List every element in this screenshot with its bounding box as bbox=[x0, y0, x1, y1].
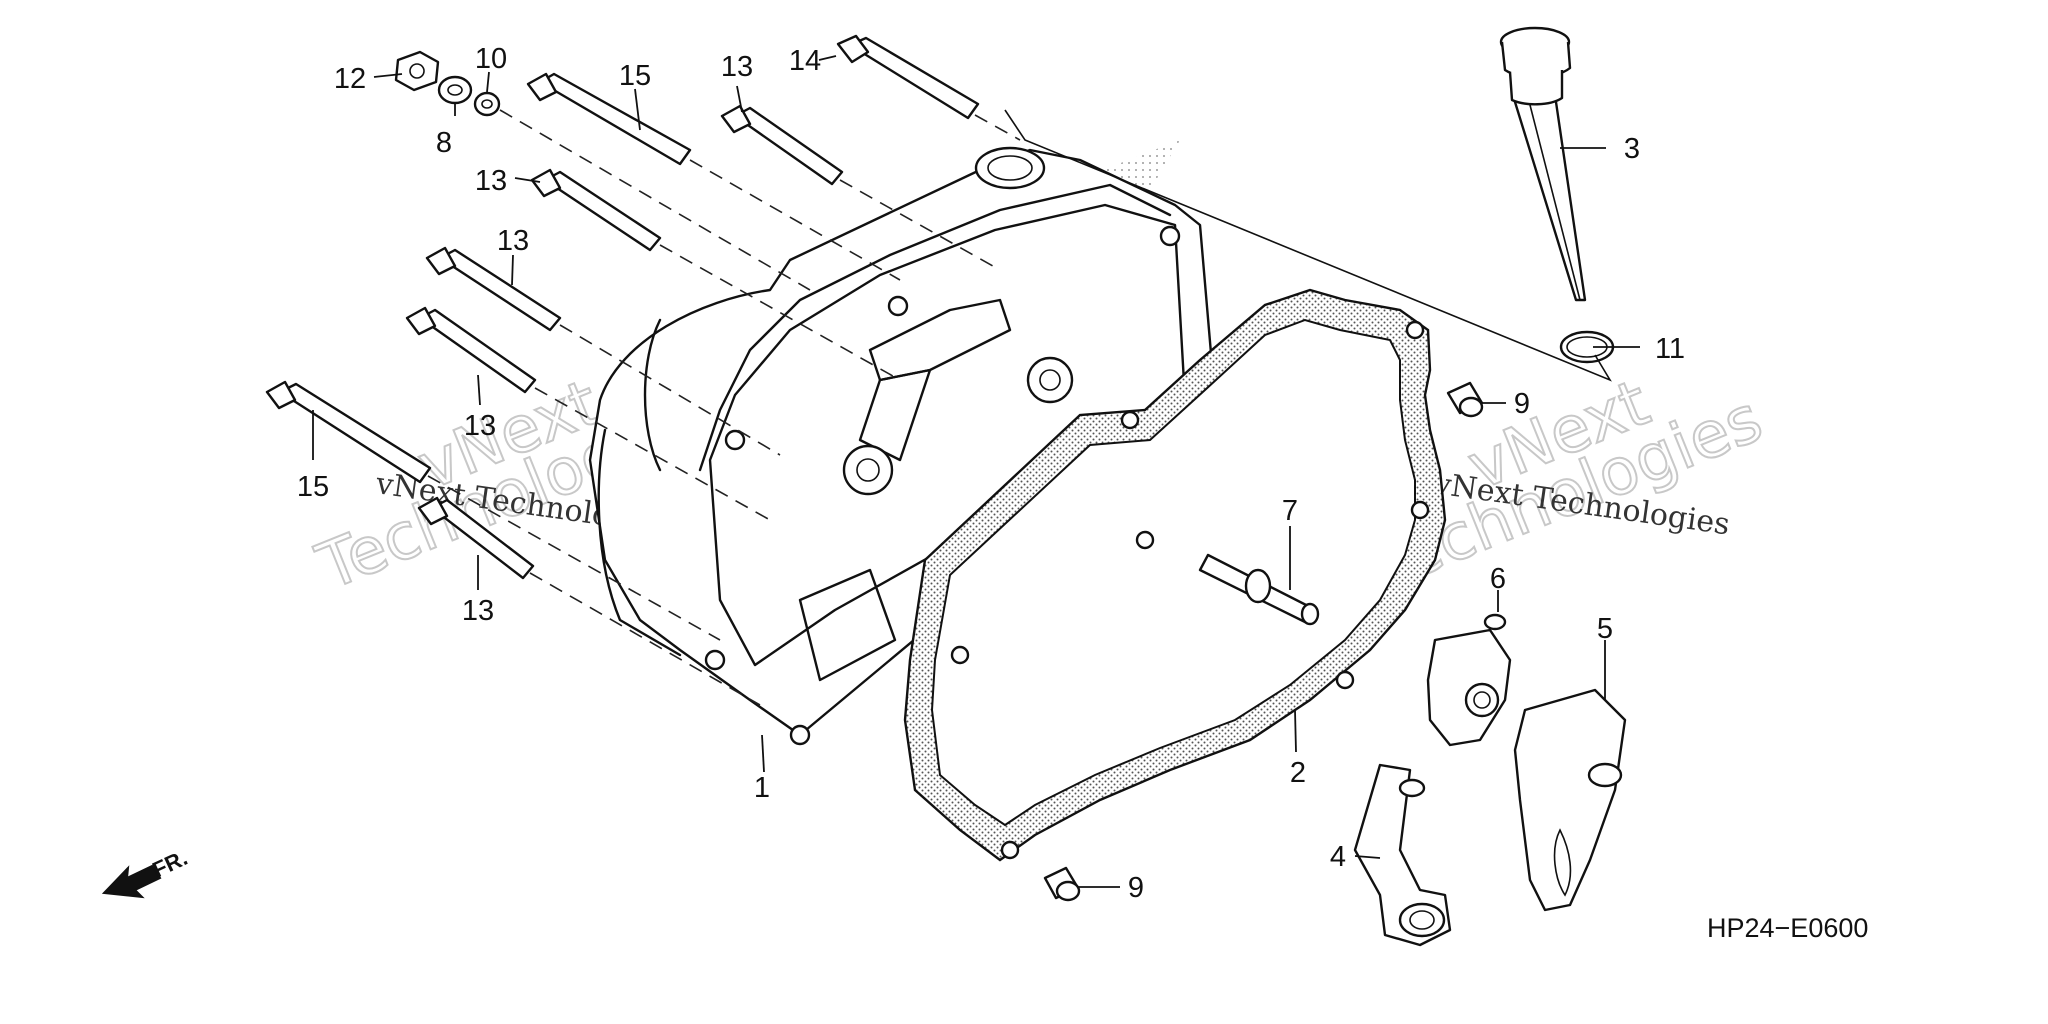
nut-washer-set bbox=[394, 50, 501, 117]
dowel-pin-upper bbox=[1446, 381, 1484, 418]
callout-13-bottom: 13 bbox=[462, 595, 494, 627]
callout-4: 4 bbox=[1330, 841, 1346, 873]
callout-7: 7 bbox=[1282, 495, 1298, 527]
callout-1: 1 bbox=[754, 772, 770, 804]
callout-9-upper: 9 bbox=[1514, 388, 1530, 420]
cover-plate bbox=[1513, 688, 1627, 912]
stud-bolt bbox=[1198, 553, 1320, 626]
cam-plate bbox=[1426, 613, 1512, 747]
arrow-icon bbox=[101, 864, 162, 899]
front-direction-arrow: FR. bbox=[101, 845, 191, 899]
callout-14: 14 bbox=[789, 45, 821, 77]
callout-2: 2 bbox=[1290, 757, 1306, 789]
callout-9-lower: 9 bbox=[1128, 872, 1144, 904]
callout-13-lower: 13 bbox=[464, 410, 496, 442]
assembly-lines bbox=[427, 109, 1612, 706]
shift-arm bbox=[1353, 763, 1452, 947]
callout-15-lower: 15 bbox=[297, 471, 329, 503]
oil-dipstick bbox=[1499, 26, 1606, 302]
callout-3: 3 bbox=[1624, 133, 1640, 165]
dowel-pin-lower bbox=[1043, 866, 1081, 902]
callout-8: 8 bbox=[436, 127, 452, 159]
callout-13-top: 13 bbox=[721, 51, 753, 83]
callout-13-upper: 13 bbox=[475, 165, 507, 197]
callout-6: 6 bbox=[1490, 563, 1506, 595]
bolts bbox=[265, 34, 980, 580]
left-crankcase-cover bbox=[588, 146, 1222, 746]
gasket bbox=[903, 288, 1447, 862]
callout-10: 10 bbox=[475, 43, 507, 75]
callout-5: 5 bbox=[1597, 613, 1613, 645]
callout-labels: 1 2 3 4 5 6 7 8 9 9 10 11 12 13 13 13 13… bbox=[297, 43, 1685, 904]
leader-lines bbox=[312, 55, 1640, 888]
callout-11: 11 bbox=[1655, 333, 1685, 365]
callout-13-middle: 13 bbox=[497, 225, 529, 257]
callout-15-upper: 15 bbox=[619, 60, 651, 92]
diagram-code: HP24−E0600 bbox=[1707, 913, 1868, 943]
callout-12: 12 bbox=[334, 63, 366, 95]
